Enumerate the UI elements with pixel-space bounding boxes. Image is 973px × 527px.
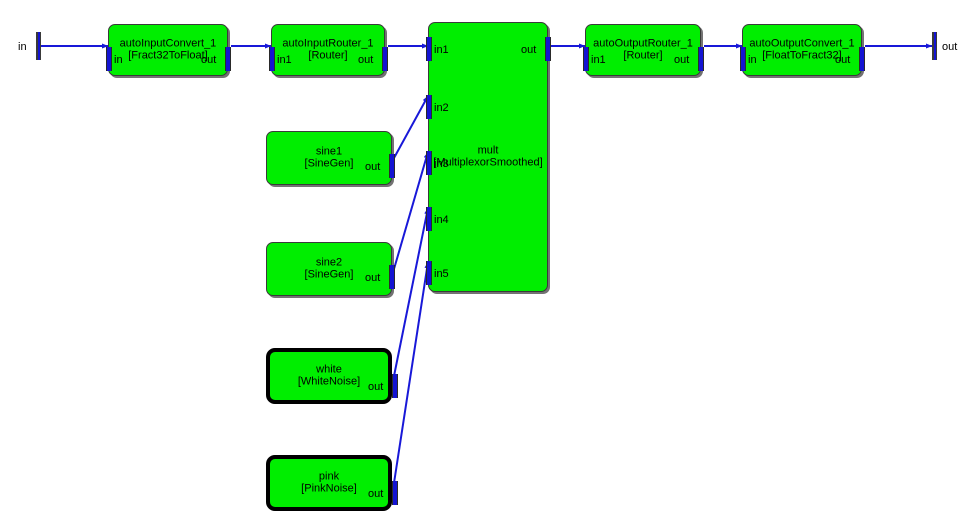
input-port-label: in xyxy=(748,54,757,66)
block-name: sine1 xyxy=(315,145,343,158)
output-port-label: out xyxy=(365,161,381,173)
output-port-out[interactable] xyxy=(389,154,395,178)
input-port-in1[interactable] xyxy=(426,37,432,61)
output-port-out[interactable] xyxy=(392,481,398,505)
wire[interactable] xyxy=(393,261,430,484)
input-port-in4[interactable] xyxy=(426,207,432,231)
terminal-label-out: out xyxy=(942,41,958,53)
block-sine1[interactable]: sine1[SineGen]out xyxy=(266,131,395,185)
input-port-label: in1 xyxy=(277,54,292,66)
block-name: pink xyxy=(318,470,340,483)
block-name: autoInputConvert_1 xyxy=(119,37,217,50)
output-port-out[interactable] xyxy=(392,374,398,398)
output-port-out[interactable] xyxy=(382,47,388,71)
wire[interactable] xyxy=(393,151,429,270)
output-port-out[interactable] xyxy=(389,265,395,289)
output-port-label: out xyxy=(368,381,384,393)
block-name: autoOutputRouter_1 xyxy=(593,37,693,50)
input-port-label: in4 xyxy=(434,214,449,226)
output-port-out[interactable] xyxy=(859,47,865,71)
wire[interactable] xyxy=(393,95,429,159)
block-white[interactable]: white[WhiteNoise]out xyxy=(266,348,398,404)
input-port-label: in3 xyxy=(434,158,449,170)
terminal-out[interactable] xyxy=(932,32,937,60)
block-name: autoOutputConvert_1 xyxy=(749,37,855,50)
block-sine2[interactable]: sine2[SineGen]out xyxy=(266,242,395,296)
input-port-label: in2 xyxy=(434,102,449,114)
output-port-label: out xyxy=(368,488,384,500)
input-port-in1[interactable] xyxy=(583,47,589,71)
terminal-label-in: in xyxy=(18,41,27,53)
input-port-in[interactable] xyxy=(740,47,746,71)
input-port-in2[interactable] xyxy=(426,95,432,119)
input-port-in1[interactable] xyxy=(269,47,275,71)
input-port-label: in1 xyxy=(434,44,449,56)
block-name: sine2 xyxy=(315,256,343,269)
input-port-in5[interactable] xyxy=(426,261,432,285)
input-port-label: in5 xyxy=(434,268,449,280)
block-name: mult xyxy=(477,144,499,157)
output-port-label: out xyxy=(358,54,374,66)
input-port-in3[interactable] xyxy=(426,151,432,175)
output-port-label: out xyxy=(674,54,690,66)
output-port-label: out xyxy=(365,272,381,284)
output-port-label: out xyxy=(835,54,851,66)
output-port-out[interactable] xyxy=(225,47,231,71)
input-port-label: in xyxy=(114,54,123,66)
terminal-in[interactable] xyxy=(36,32,41,60)
input-port-label: in1 xyxy=(591,54,606,66)
block-pink[interactable]: pink[PinkNoise]out xyxy=(266,455,398,511)
input-port-in[interactable] xyxy=(106,47,112,71)
wire[interactable] xyxy=(393,207,430,377)
output-port-label: out xyxy=(521,44,537,56)
block-name: autoInputRouter_1 xyxy=(282,37,374,50)
output-port-label: out xyxy=(201,54,217,66)
output-port-out[interactable] xyxy=(545,37,551,61)
block-name: white xyxy=(316,363,342,376)
output-port-out[interactable] xyxy=(698,47,704,71)
